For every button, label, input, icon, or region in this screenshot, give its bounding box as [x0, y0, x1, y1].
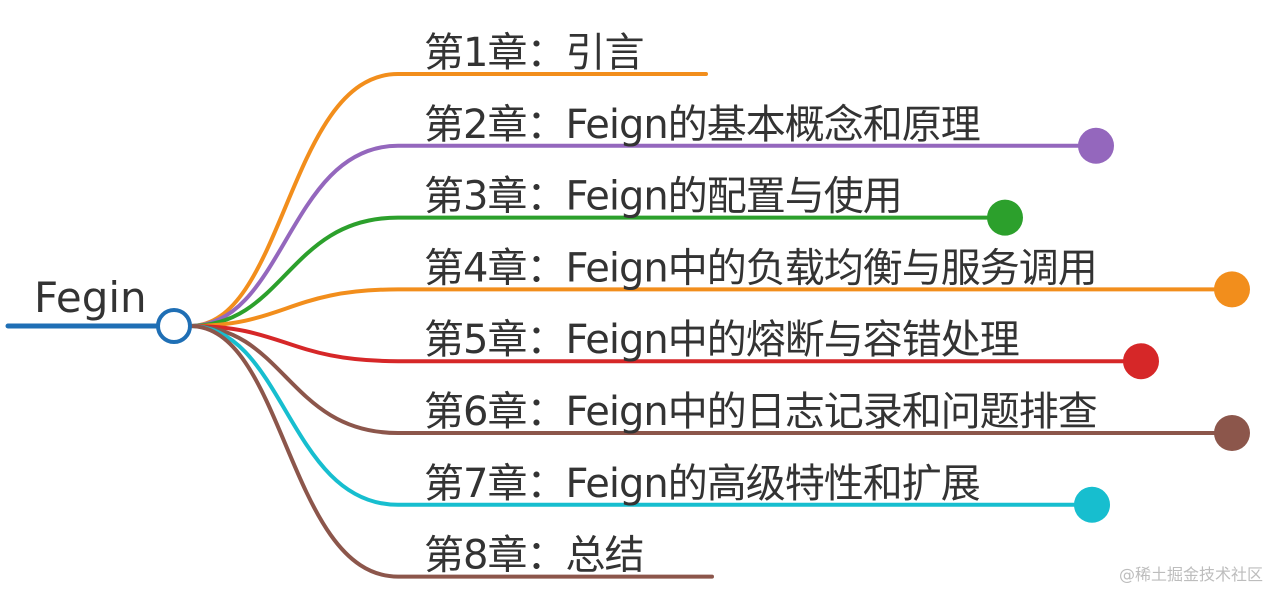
branch-connector-line: [188, 72, 708, 328]
branch-expand-node[interactable]: [1074, 486, 1110, 523]
branch-label[interactable]: 第5章：Feign中的熔断与容错处理: [424, 317, 1020, 363]
branch-3[interactable]: 第3章：Feign的配置与使用: [188, 174, 1023, 328]
branch-expand-node[interactable]: [1214, 415, 1250, 451]
branch-label[interactable]: 第8章：总结: [424, 533, 644, 579]
branch-4[interactable]: 第4章：Feign中的负载均衡与服务调用: [188, 245, 1250, 328]
branch-7[interactable]: 第7章：Feign的高级特性和扩展: [188, 324, 1110, 523]
branch-2[interactable]: 第2章：Feign的基本概念和原理: [188, 102, 1114, 328]
branch-6[interactable]: 第6章：Feign中的日志记录和问题排查: [188, 324, 1250, 451]
branches-layer: 第1章：引言第2章：Feign的基本概念和原理第3章：Feign的配置与使用第4…: [188, 30, 1250, 579]
branch-connector-line: [188, 287, 1234, 328]
branch-label[interactable]: 第2章：Feign的基本概念和原理: [424, 102, 981, 148]
branch-connector-line: [188, 324, 1234, 435]
branch-connector-line: [188, 215, 1007, 328]
branch-5[interactable]: 第5章：Feign中的熔断与容错处理: [188, 317, 1159, 380]
branch-label[interactable]: 第4章：Feign中的负载均衡与服务调用: [424, 245, 1098, 291]
root-node-circle[interactable]: [156, 308, 192, 344]
branch-expand-node[interactable]: [1214, 271, 1250, 308]
branch-expand-node[interactable]: [1078, 127, 1114, 164]
branch-connector-line: [188, 324, 714, 579]
branch-connector-line: [188, 324, 1094, 507]
branch-label[interactable]: 第3章：Feign的配置与使用: [424, 174, 903, 220]
branch-connector-line: [188, 324, 1143, 364]
branch-label[interactable]: 第7章：Feign的高级特性和扩展: [424, 461, 981, 507]
root-node-label[interactable]: Fegin: [34, 273, 147, 322]
branch-label[interactable]: 第6章：Feign中的日志记录和问题排查: [424, 389, 1098, 435]
branch-label[interactable]: 第1章：引言: [424, 30, 644, 76]
branch-expand-node[interactable]: [987, 199, 1023, 236]
branch-expand-node[interactable]: [1123, 343, 1159, 380]
branch-1[interactable]: 第1章：引言: [188, 30, 708, 328]
branch-8[interactable]: 第8章：总结: [188, 324, 714, 579]
branch-connector-line: [188, 143, 1098, 328]
watermark-text: @稀土掘金技术社区: [1118, 565, 1263, 584]
